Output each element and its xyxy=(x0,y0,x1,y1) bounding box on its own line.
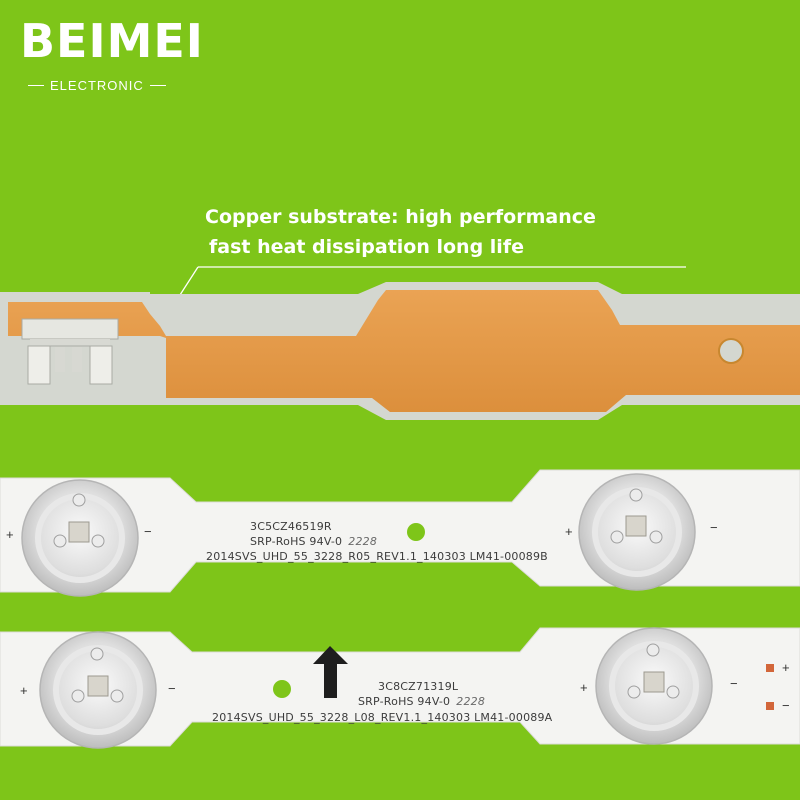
polarity-plus: + xyxy=(20,683,28,698)
divider xyxy=(149,85,166,86)
polarity-plus: + xyxy=(580,680,588,695)
pcb-cert: SRP-RoHS 94V-0 2228 xyxy=(358,695,485,708)
polarity-plus: + xyxy=(6,527,14,542)
pcb-code: 3C5CZ46519R xyxy=(250,520,332,533)
brand-subtitle-text: ELECTRONIC xyxy=(50,78,144,93)
connector xyxy=(21,318,119,385)
led-strip-bottom xyxy=(0,627,800,749)
mount-hole xyxy=(273,680,291,698)
pcb-model: 2014SVS_UHD_55_3228_L08_REV1.1_140303 LM… xyxy=(212,711,553,724)
up-arrow-icon xyxy=(313,646,348,698)
pcb-model: 2014SVS_UHD_55_3228_R05_REV1.1_140303 LM… xyxy=(206,550,548,563)
polarity-minus: − xyxy=(710,520,718,535)
polarity-minus: − xyxy=(730,676,738,691)
led-lens xyxy=(21,479,139,597)
pcb-cert-text: SRP-RoHS 94V-0 xyxy=(358,695,451,708)
pcb-cert: SRP-RoHS 94V-0 2228 xyxy=(250,535,377,548)
led-lens xyxy=(595,627,713,745)
callout-line-2: fast heat dissipation long life xyxy=(209,236,524,258)
led-lens xyxy=(39,631,157,749)
brand-logo: BEIMEI xyxy=(20,14,204,68)
copper-substrate-strip xyxy=(0,282,800,420)
led-lens xyxy=(578,473,696,591)
mount-hole xyxy=(407,523,425,541)
solder-pad xyxy=(766,702,774,710)
pcb-date-code: 2228 xyxy=(348,535,378,548)
polarity-plus: + xyxy=(565,524,573,539)
pcb-date-code: 2228 xyxy=(456,695,486,708)
brand-subtitle: ELECTRONIC xyxy=(28,78,166,93)
polarity-minus: − xyxy=(782,698,790,713)
pcb-code: 3C8CZ71319L xyxy=(378,680,459,693)
solder-pad xyxy=(766,664,774,672)
polarity-minus: − xyxy=(144,524,152,539)
led-strip-top xyxy=(0,469,800,597)
polarity-minus: − xyxy=(168,681,176,696)
callout-line-1: Copper substrate: high performance xyxy=(205,206,596,228)
divider xyxy=(28,85,44,86)
pcb-cert-text: SRP-RoHS 94V-0 xyxy=(250,535,343,548)
polarity-plus: + xyxy=(782,660,790,675)
